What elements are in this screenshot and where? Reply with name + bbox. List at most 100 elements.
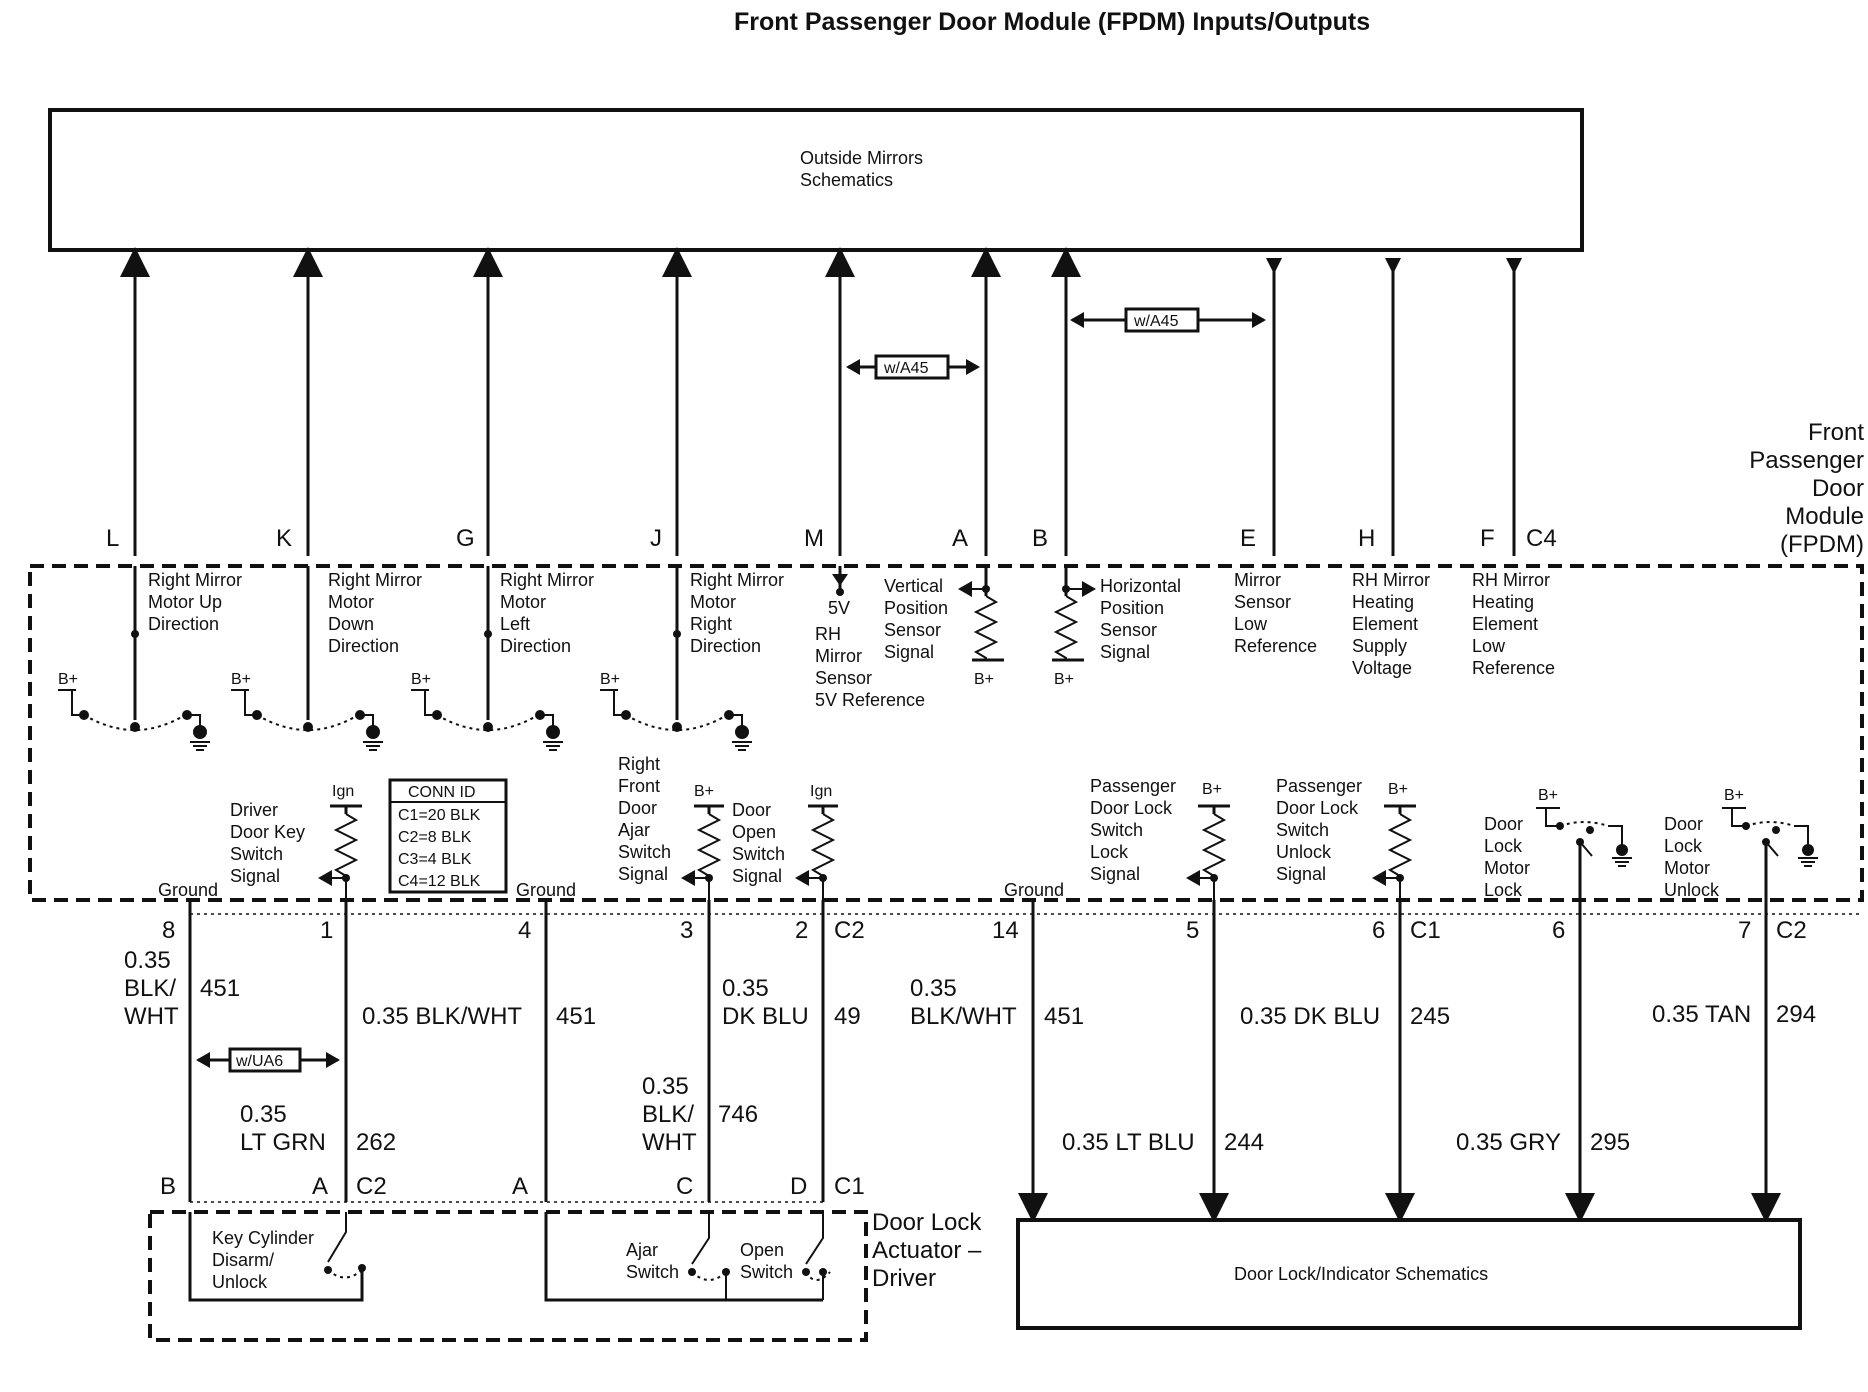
svg-text:Signal: Signal: [618, 864, 668, 884]
svg-text:Door: Door: [618, 798, 657, 818]
svg-text:Switch: Switch: [230, 844, 283, 864]
module-label-5: (FPDM): [1780, 531, 1864, 558]
svg-text:Position: Position: [884, 598, 948, 618]
motor-circuit-G: [411, 566, 563, 751]
pass-lock-circuit: B+ Passenger Door Lock Switch Lock Signa…: [1004, 776, 1230, 900]
svg-text:0.35 GRY: 0.35 GRY: [1456, 1129, 1561, 1156]
svg-text:Motor: Motor: [1484, 858, 1530, 878]
svg-text:L: L: [106, 525, 119, 552]
svg-text:G: G: [456, 525, 475, 552]
svg-text:1: 1: [320, 917, 333, 944]
svg-text:49: 49: [834, 1003, 861, 1030]
svg-text:Door: Door: [732, 800, 771, 820]
svg-text:Ajar: Ajar: [626, 1240, 658, 1260]
svg-text:4: 4: [518, 917, 531, 944]
svg-text:C2: C2: [356, 1173, 387, 1200]
svg-text:Unlock: Unlock: [1664, 880, 1720, 900]
open-circuit: Ign: [795, 783, 838, 900]
svg-text:0.35: 0.35: [124, 947, 171, 974]
driver-key-circuit: Ign Driver Door Key Switch Signal Ground…: [158, 783, 576, 900]
svg-text:Reference: Reference: [1234, 636, 1317, 656]
module-label-1: Front: [1808, 419, 1864, 446]
svg-text:5: 5: [1186, 917, 1199, 944]
svg-text:Open: Open: [732, 822, 776, 842]
svg-text:294: 294: [1776, 1001, 1816, 1028]
svg-text:Door Key: Door Key: [230, 822, 305, 842]
motor-circuit-K: [231, 566, 383, 751]
svg-text:Passenger: Passenger: [1276, 776, 1362, 796]
svg-text:M: M: [804, 525, 824, 552]
svg-text:451: 451: [1044, 1003, 1084, 1030]
svg-text:Motor: Motor: [690, 592, 736, 612]
svg-text:Voltage: Voltage: [1352, 658, 1412, 678]
module-label-3: Door: [1812, 475, 1864, 502]
actuator-outline: [148, 1210, 868, 1342]
actuator-internals: Key Cylinder Disarm/ Unlock Ajar Switch …: [188, 1212, 831, 1302]
actuator-label-1: Door Lock: [872, 1209, 982, 1236]
svg-text:Motor Up: Motor Up: [148, 592, 222, 612]
svg-text:Ign: Ign: [810, 783, 832, 800]
svg-text:Switch: Switch: [1276, 820, 1329, 840]
ajar-circuit: B+ Right Front Door Ajar Switch Signal D…: [618, 754, 785, 900]
svg-text:B+: B+: [1054, 671, 1074, 688]
svg-text:BLK/: BLK/: [124, 975, 176, 1002]
svg-text:Right Mirror: Right Mirror: [148, 570, 242, 590]
svg-text:Unlock: Unlock: [1276, 842, 1332, 862]
svg-text:Signal: Signal: [884, 642, 934, 662]
svg-text:Reference: Reference: [1472, 658, 1555, 678]
svg-text:0.35 LT BLU: 0.35 LT BLU: [1062, 1129, 1195, 1156]
outside-mirrors-line1: Outside Mirrors: [800, 148, 923, 168]
svg-text:Lock: Lock: [1484, 880, 1523, 900]
svg-text:WHT: WHT: [642, 1129, 697, 1156]
svg-text:B+: B+: [1724, 787, 1744, 804]
diagram-title: Front Passenger Door Module (FPDM) Input…: [734, 8, 1370, 36]
svg-text:0.35: 0.35: [722, 975, 769, 1002]
svg-text:Door: Door: [1664, 814, 1703, 834]
svg-text:Right Mirror: Right Mirror: [500, 570, 594, 590]
wire-labels: 0.35 BLK/ WHT 451 0.35 BLK/WHT 451 0.35 …: [124, 947, 1816, 1156]
actuator-label-3: Driver: [872, 1265, 936, 1292]
svg-text:C1: C1: [1410, 917, 1441, 944]
svg-text:295: 295: [1590, 1129, 1630, 1156]
svg-text:Switch: Switch: [740, 1262, 793, 1282]
svg-text:Sensor: Sensor: [815, 668, 872, 688]
svg-text:Left: Left: [500, 614, 530, 634]
svg-text:Low: Low: [1234, 614, 1268, 634]
svg-text:Vertical: Vertical: [884, 576, 943, 596]
module-label-4: Module: [1785, 503, 1864, 530]
svg-text:5V Reference: 5V Reference: [815, 690, 925, 710]
svg-text:Direction: Direction: [328, 636, 399, 656]
motor-circuit-J: [600, 566, 752, 751]
svg-text:Mirror: Mirror: [1234, 570, 1281, 590]
svg-text:Signal: Signal: [1090, 864, 1140, 884]
svg-text:245: 245: [1410, 1003, 1450, 1030]
svg-text:Horizontal: Horizontal: [1100, 576, 1181, 596]
svg-text:Right Mirror: Right Mirror: [690, 570, 784, 590]
svg-text:C: C: [676, 1173, 693, 1200]
svg-text:Right Mirror: Right Mirror: [328, 570, 422, 590]
svg-text:C1: C1: [834, 1173, 865, 1200]
svg-text:Ign: Ign: [332, 783, 354, 800]
svg-text:Door Lock: Door Lock: [1090, 798, 1173, 818]
svg-text:B+: B+: [600, 671, 620, 688]
svg-text:Ground: Ground: [516, 880, 576, 900]
svg-text:0.35: 0.35: [910, 975, 957, 1002]
svg-text:Signal: Signal: [1100, 642, 1150, 662]
svg-text:w/A45: w/A45: [883, 360, 929, 377]
bottom-wires: [188, 900, 1781, 1223]
svg-text:0.35 DK BLU: 0.35 DK BLU: [1240, 1003, 1380, 1030]
svg-text:2: 2: [795, 917, 808, 944]
svg-text:J: J: [650, 525, 662, 552]
outside-mirrors-box: [48, 108, 1584, 252]
svg-text:B+: B+: [974, 671, 994, 688]
svg-text:B+: B+: [1202, 781, 1222, 798]
svg-text:Supply: Supply: [1352, 636, 1407, 656]
svg-text:Signal: Signal: [732, 866, 782, 886]
svg-text:Ground: Ground: [1004, 880, 1064, 900]
svg-text:A: A: [952, 525, 968, 552]
svg-text:w/UA6: w/UA6: [235, 1053, 283, 1070]
svg-text:B+: B+: [231, 671, 251, 688]
svg-text:Sensor: Sensor: [1234, 592, 1291, 612]
svg-text:Switch: Switch: [618, 842, 671, 862]
fpdm-outline: [28, 564, 1864, 902]
